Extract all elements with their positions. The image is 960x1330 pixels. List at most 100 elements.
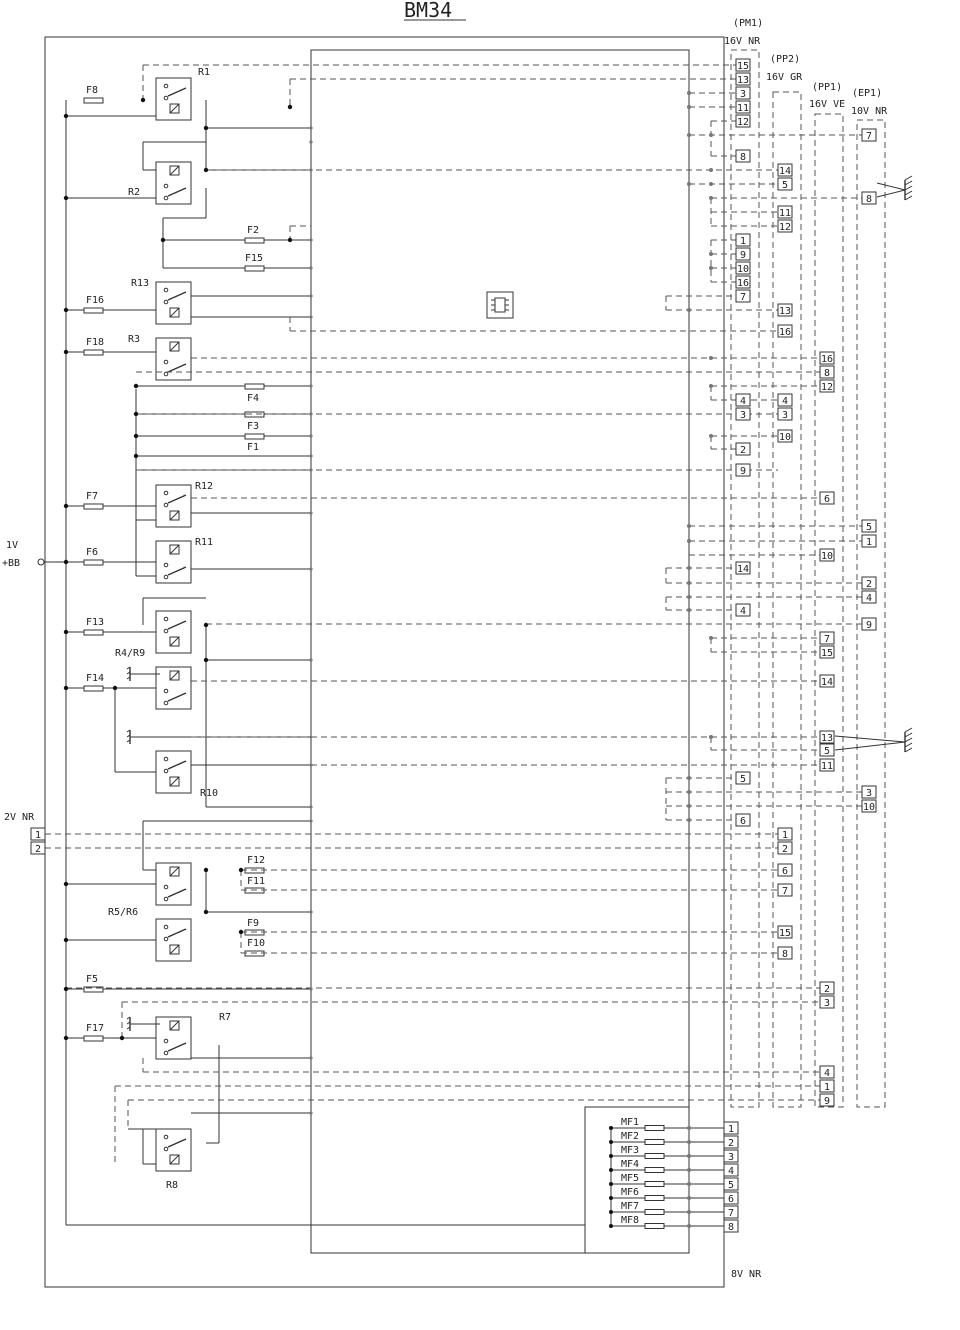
pp2-pin — [777, 163, 793, 177]
pp1-pin-label: 16 — [821, 354, 833, 365]
ep1-pin-label: 4 — [866, 593, 872, 604]
maxi-fuse-label: MF4 — [621, 1159, 639, 1170]
c8v-pin-label: 6 — [728, 1194, 734, 1205]
relay-contact — [163, 616, 169, 622]
maxi-fuse-label: MF8 — [621, 1215, 639, 1226]
pm1-spec: 16V NR — [724, 36, 761, 47]
relay-contact — [163, 490, 169, 496]
maxi-fuse-label: MF6 — [621, 1187, 639, 1198]
relay-switch-arm — [167, 363, 187, 373]
ep1-pin — [861, 785, 877, 799]
pm1-name: (PM1) — [733, 18, 763, 29]
terminal-dot — [309, 168, 313, 172]
junction-dot — [160, 237, 166, 243]
junction-dot — [709, 133, 713, 137]
junction-dot — [609, 1154, 613, 1158]
junction-dot — [203, 909, 209, 915]
relay-contact — [163, 183, 169, 189]
pm1-pin — [735, 407, 751, 421]
junction-dot — [63, 113, 69, 119]
relay-contact — [163, 936, 169, 942]
junction-dot — [63, 559, 69, 565]
terminal-dot — [309, 140, 313, 144]
terminal-dot — [309, 567, 313, 571]
terminal-dot — [309, 126, 313, 130]
ground-icon — [126, 666, 160, 681]
fuse-label: F1 — [247, 442, 259, 453]
pm1-pin-label: 8 — [740, 152, 746, 163]
pp2-pin-label: 1 — [782, 830, 788, 841]
pp2-pin — [777, 827, 793, 841]
c8v-pin — [723, 1177, 739, 1191]
terminal-dot — [309, 511, 313, 515]
junction-dot — [287, 104, 293, 110]
pm1-pin — [735, 442, 751, 456]
ep1-name: (EP1) — [852, 88, 882, 99]
relay-label: R5/R6 — [108, 907, 138, 918]
fuse-label: F4 — [247, 393, 259, 404]
pp2-pin-label: 3 — [782, 410, 788, 421]
terminal-dot — [309, 384, 313, 388]
battery-terminal — [37, 558, 45, 566]
pp1-pin-label: 14 — [821, 677, 833, 688]
pm1-pin-label: 3 — [740, 410, 746, 421]
relay-coil — [169, 636, 180, 647]
fuse-label: F7 — [86, 491, 98, 502]
pm1-pin-label: 2 — [740, 445, 746, 456]
relay-switch-arm — [167, 566, 187, 576]
relay-symbols — [155, 77, 192, 1172]
c8v-pin — [723, 1135, 739, 1149]
pp1-pin-label: 9 — [824, 1096, 830, 1107]
ep1-pin-label: 3 — [866, 788, 872, 799]
pm1-pin-label: 16 — [737, 278, 749, 289]
fuse-label: F8 — [86, 85, 98, 96]
junction-dot — [63, 881, 69, 887]
pm1-pin — [735, 86, 751, 100]
pp2-pin — [777, 863, 793, 877]
junction-dot — [687, 133, 691, 137]
relay-label: R8 — [166, 1180, 178, 1191]
pm1-pin — [735, 233, 751, 247]
pp1-pin — [819, 1079, 835, 1093]
maxi-fuse — [644, 1125, 665, 1131]
junction-dot — [709, 384, 713, 388]
relay-r2 — [155, 161, 192, 205]
maxi-fuse — [644, 1209, 665, 1215]
relay-switch-arm — [167, 888, 187, 898]
terminal-dot — [309, 910, 313, 914]
relay-coil — [169, 341, 180, 352]
ep1-pin-label: 5 — [866, 522, 872, 533]
relay-label: R3 — [128, 334, 140, 345]
maxi-fuse — [644, 1167, 665, 1173]
pp2-pin-label: 4 — [782, 396, 788, 407]
junction-dot — [112, 685, 118, 691]
junction-dot — [63, 195, 69, 201]
pp2-spec: 16V GR — [766, 72, 803, 83]
ep1-pin-label: 2 — [866, 579, 872, 590]
terminal-dot — [309, 412, 313, 416]
pp1-pin — [819, 743, 835, 757]
junction-dot — [709, 356, 713, 360]
ep1-spec: 10V NR — [851, 106, 888, 117]
junction-dot — [687, 608, 691, 612]
pp1-pin-label: 8 — [824, 368, 830, 379]
junction-dot — [63, 937, 69, 943]
relay-switch-arm — [167, 291, 187, 301]
pp2-pin — [777, 429, 793, 443]
c8v-pin — [723, 1219, 739, 1233]
pp1-pin — [819, 365, 835, 379]
pp1-pin — [819, 730, 835, 744]
fuse-label: F11 — [247, 876, 265, 887]
fuse-label: F12 — [247, 855, 265, 866]
junction-dot — [687, 1154, 691, 1158]
pp2-pin-label: 14 — [779, 166, 791, 177]
relay-contact — [163, 924, 169, 930]
ep1-pin-label: 7 — [866, 131, 872, 142]
maxi-fuse — [644, 1153, 665, 1159]
maxi-fuse — [644, 1139, 665, 1145]
junction-dot — [687, 790, 691, 794]
junction-dot — [687, 1210, 691, 1214]
